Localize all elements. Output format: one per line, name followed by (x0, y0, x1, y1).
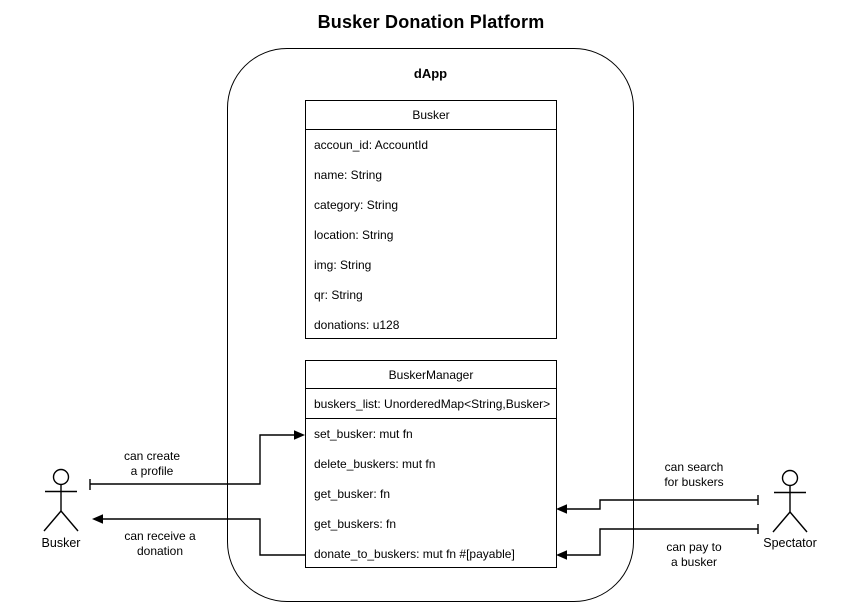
busker-field-location: location: String (314, 228, 394, 242)
busker-manager-class-box: BuskerManager buskers_list: UnorderedMap… (305, 360, 557, 568)
edge-receive-donation-arrowhead (92, 514, 103, 524)
manager-method-donate-to-buskers: donate_to_buskers: mut fn #[payable] (314, 547, 515, 561)
busker-field-category: category: String (314, 198, 399, 212)
manager-attr-buskers-list: buskers_list: UnorderedMap<String,Busker… (306, 389, 556, 419)
manager-method-get-buskers: get_buskers: fn (314, 517, 397, 531)
busker-actor-label: Busker (41, 536, 81, 550)
busker-field-donations: donations: u128 (314, 318, 400, 332)
spectator-actor-label: Spectator (763, 536, 817, 550)
edge-label-create-profile-line2: a profile (130, 464, 174, 478)
busker-field-name: name: String (314, 168, 383, 182)
spectator-actor-figure (772, 469, 808, 533)
edge-label-search-buskers-line1: can search (664, 460, 724, 474)
busker-actor-figure (43, 468, 79, 532)
manager-method-set-busker: set_busker: mut fn (314, 427, 413, 441)
edge-label-receive-donation: can receive a donation (100, 529, 220, 559)
edge-label-create-profile-line1: can create (123, 449, 181, 463)
manager-method-get-busker: get_busker: fn (314, 487, 391, 501)
edge-label-pay-busker-line2: a busker (670, 555, 718, 569)
edge-label-receive-donation-line2: donation (136, 544, 184, 558)
busker-class-box: Busker accoun_id: AccountId name: String… (305, 100, 557, 339)
diagram-title: Busker Donation Platform (317, 12, 545, 32)
edge-label-search-buskers: can search for buskers (634, 460, 754, 490)
spectator-actor-head (781, 469, 799, 487)
dapp-label: dApp (413, 66, 448, 81)
dapp-boundary-box (227, 48, 634, 602)
busker-actor-head (52, 468, 70, 486)
busker-field-qr: qr: String (314, 288, 363, 302)
busker-manager-class-title: BuskerManager (306, 361, 556, 389)
manager-method-delete-buskers: delete_buskers: mut fn (314, 457, 436, 471)
spectator-actor-legs (772, 511, 808, 533)
edge-label-pay-busker-line1: can pay to (666, 540, 722, 554)
busker-field-accoun-id: accoun_id: AccountId (314, 138, 429, 152)
edge-label-search-buskers-line2: for buskers (664, 475, 724, 489)
busker-class-title: Busker (306, 101, 556, 130)
edge-label-receive-donation-line1: can receive a (124, 529, 196, 543)
busker-actor-legs (43, 510, 79, 532)
edge-label-create-profile: can create a profile (92, 449, 212, 479)
edge-label-pay-busker: can pay to a busker (634, 540, 754, 570)
busker-field-img: img: String (314, 258, 372, 272)
